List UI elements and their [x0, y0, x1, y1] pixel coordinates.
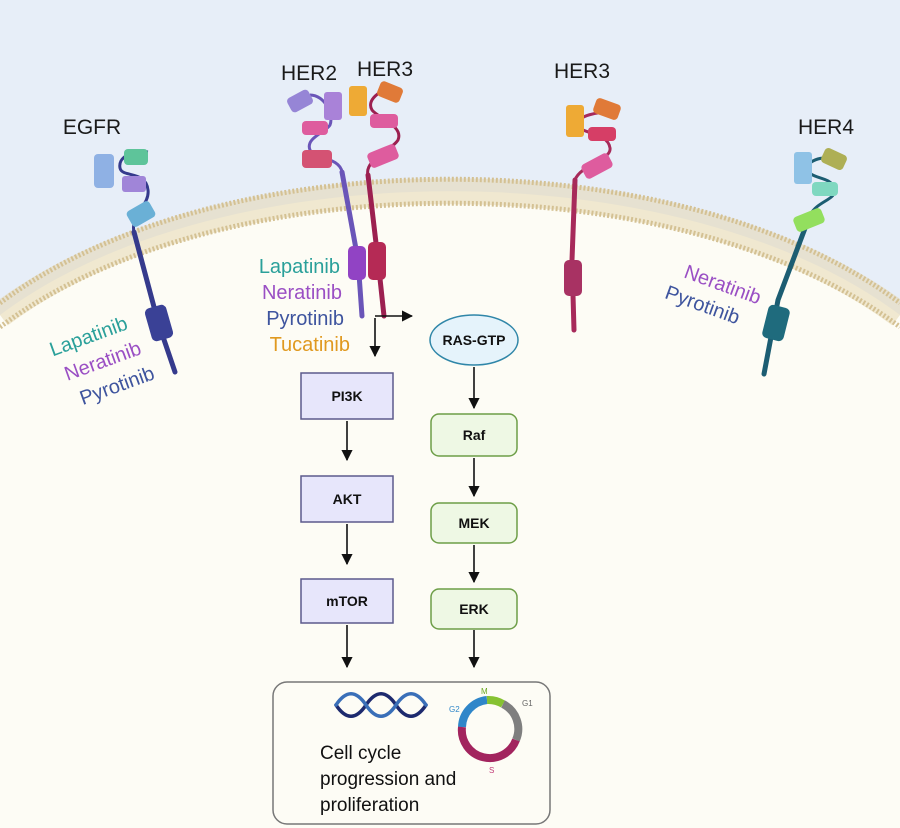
her4-receptor	[761, 147, 847, 377]
dna-icon	[334, 692, 428, 718]
mtor-box	[300, 578, 394, 624]
erk-label: ERK	[459, 601, 489, 617]
her2-label: HER2	[281, 62, 337, 85]
outcome-line-3: proliferation	[320, 795, 419, 816]
outcome-box	[272, 681, 551, 825]
g2-arc	[458, 696, 488, 728]
cell-cycle-icon	[457, 695, 523, 763]
pi3k-label: PI3K	[331, 388, 362, 404]
g1-arc	[500, 700, 523, 742]
her3-dimer-receptor	[349, 81, 403, 319]
egfr-receptor	[94, 149, 178, 375]
phase-m: M	[481, 687, 488, 696]
mek-label: MEK	[458, 515, 489, 531]
pathway-arrows	[341, 310, 480, 669]
akt-label: AKT	[333, 491, 362, 507]
her2-receptor	[287, 89, 366, 319]
mek-box	[430, 502, 518, 544]
outcome-panel: M G1 S G2 Cell cycle progression and pro…	[272, 681, 551, 825]
her2-drug-list: Lapatinib Neratinib Pyrotinib Tucatinib	[259, 256, 350, 356]
her2-drug-pyrotinib: Pyrotinib	[266, 308, 344, 330]
her3-receptor	[564, 98, 621, 333]
phase-g1: G1	[522, 699, 533, 708]
phase-g2: G2	[449, 705, 460, 714]
m-arc	[486, 695, 506, 708]
her4-label: HER4	[798, 116, 854, 139]
her2-drug-neratinib: Neratinib	[262, 282, 342, 304]
raf-label: Raf	[463, 427, 486, 443]
erk-box	[430, 588, 518, 630]
her2-drug-tucatinib: Tucatinib	[270, 334, 350, 356]
outcome-line-1: Cell cycle	[320, 743, 401, 764]
her3-label: HER3	[554, 60, 610, 83]
ras-gtp-node	[429, 314, 519, 366]
egfr-label: EGFR	[63, 116, 121, 139]
pi3k-box	[300, 372, 394, 420]
outcome-line-2: progression and	[320, 769, 456, 790]
mapk-pathway: RAS-GTP Raf MEK ERK	[429, 314, 519, 630]
pi3k-pathway: PI3K AKT mTOR	[300, 372, 394, 624]
phase-s: S	[489, 766, 494, 775]
her2-drug-lapatinib: Lapatinib	[259, 256, 340, 278]
akt-box	[300, 475, 394, 523]
s-arc	[457, 726, 520, 763]
mtor-label: mTOR	[326, 593, 368, 609]
ras-gtp-label: RAS-GTP	[443, 332, 506, 348]
her3-dimer-label: HER3	[357, 58, 413, 81]
raf-box	[430, 413, 518, 457]
